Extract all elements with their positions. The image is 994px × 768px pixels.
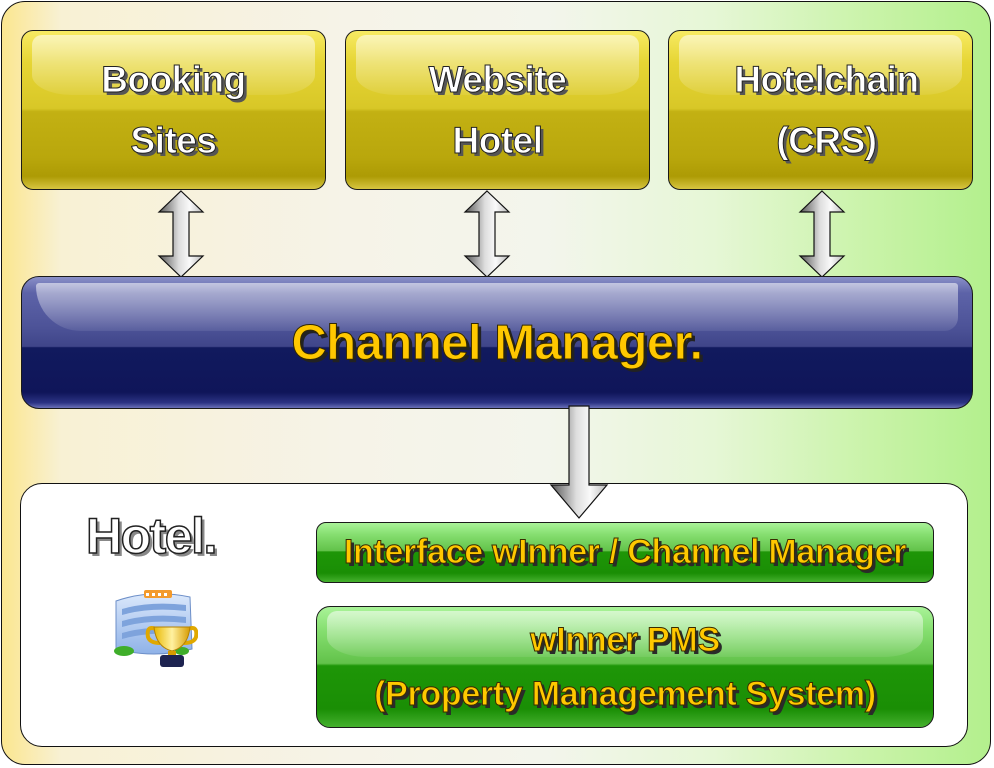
hotel-building-trophy-icon: [114, 590, 198, 667]
booking-sites-line1: Booking: [101, 59, 247, 101]
hotelchain-crs-line2: (CRS): [776, 120, 878, 162]
gloss-highlight: [36, 283, 958, 331]
gloss-highlight: [356, 35, 639, 96]
channel-manager-label: Channel Manager.: [291, 315, 704, 370]
channel-manager-bar: Channel Manager.: [21, 276, 973, 409]
bidirectional-arrow-icon: [798, 190, 846, 278]
gloss-highlight: [327, 611, 923, 657]
bidirectional-arrow-icon: [463, 190, 511, 278]
hotel-title: Hotel.: [85, 507, 218, 565]
gloss-highlight: [679, 35, 962, 96]
interface-box: Interface wInner / Channel Manager: [316, 522, 934, 583]
website-hotel-box: Website Hotel: [345, 30, 650, 190]
website-hotel-line2: Hotel: [452, 120, 544, 162]
bidirectional-arrow-icon: [157, 190, 205, 278]
pms-line1: wInner PMS: [530, 621, 721, 660]
hotelchain-crs-line1: Hotelchain: [734, 59, 920, 101]
website-hotel-line1: Website: [428, 59, 567, 101]
booking-sites-line2: Sites: [130, 120, 217, 162]
interface-label: Interface wInner / Channel Manager: [343, 533, 907, 572]
booking-sites-box: Booking Sites: [21, 30, 326, 190]
hotelchain-crs-box: Hotelchain (CRS): [668, 30, 973, 190]
gloss-highlight: [32, 35, 315, 96]
pms-box: wInner PMS (Property Management System): [316, 606, 934, 728]
down-arrow-icon: [549, 405, 609, 519]
pms-line2: (Property Management System): [374, 675, 877, 714]
